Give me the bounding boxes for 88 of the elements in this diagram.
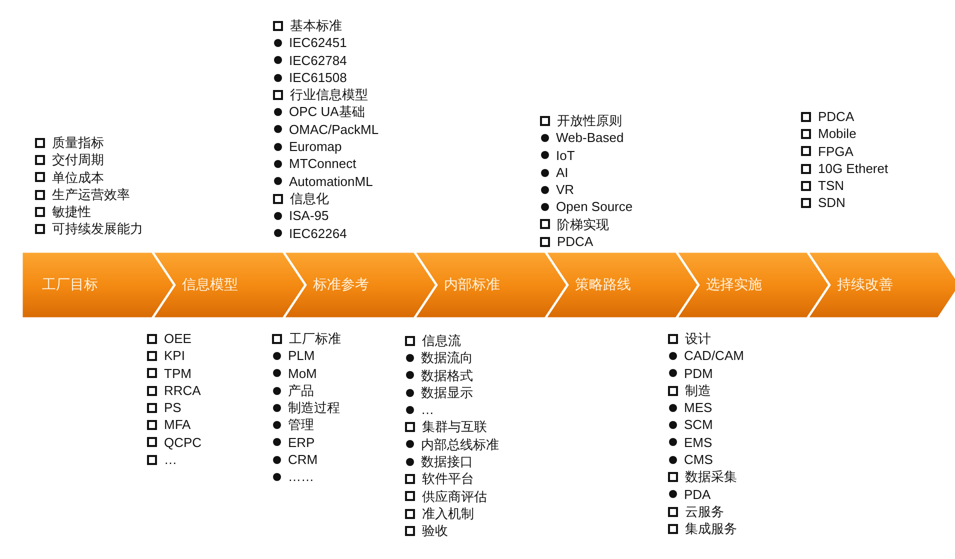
list-item-text: AI <box>556 164 568 182</box>
list-item-text: QCPC <box>164 434 202 452</box>
list-item-text: 制造 <box>685 382 711 400</box>
list-item-text: PDM <box>684 364 713 382</box>
list-item-text: MoM <box>288 364 317 382</box>
list-item-text: IEC62264 <box>289 224 347 242</box>
list-item-text: 数据格式 <box>421 366 473 384</box>
list-item-text: 交付周期 <box>52 151 104 169</box>
step-label: 选择实施 <box>706 276 762 294</box>
list-item-text: 信息流 <box>422 332 461 350</box>
list-item-text: 云服务 <box>685 502 724 520</box>
list-item-text: TSN <box>818 177 844 194</box>
list-item-text: 管理 <box>288 416 314 434</box>
list-item-text: 验收 <box>422 522 448 540</box>
list-item-text: 10G Etheret <box>818 160 888 178</box>
list-item-text: 集群与互联 <box>422 418 487 436</box>
chevron-step <box>22 252 174 318</box>
list-item-text: MTConnect <box>289 155 356 173</box>
chevron-step <box>284 252 436 318</box>
list-item-text: PDCA <box>557 233 594 250</box>
list-item-text: IoT <box>556 146 575 164</box>
list-item-text: PLM <box>288 347 315 365</box>
chevron-step <box>415 252 567 318</box>
step-label: 信息模型 <box>182 276 238 294</box>
list-item-text: Mobile <box>818 125 856 143</box>
step-label: 工厂目标 <box>42 276 98 294</box>
list-item-text: CMS <box>684 451 713 468</box>
chevron-step <box>808 252 955 318</box>
list-item-text: FPGA <box>818 142 854 160</box>
list-item-text: MFA <box>164 416 191 434</box>
list-item-text: SDN <box>818 194 846 212</box>
list-item-text: … <box>164 451 177 468</box>
list-item-text: Open Source <box>556 198 633 216</box>
list-item-text: 制造过程 <box>288 399 340 416</box>
list-item-text: 集成服务 <box>685 520 737 538</box>
list-item-text: ERP <box>288 434 315 452</box>
list-item-text: 单位成本 <box>52 168 104 186</box>
list-item-text: RRCA <box>164 382 201 400</box>
list-item-text: KPI <box>164 347 185 365</box>
list-item-text: 可持续发展能力 <box>52 220 143 238</box>
list-item-text: CRM <box>288 451 318 468</box>
list-item-text: SCM <box>684 416 713 434</box>
list-item-text: Euromap <box>289 138 342 156</box>
step-label: 内部标准 <box>444 276 500 294</box>
list-item-text: 阶梯实现 <box>557 216 609 234</box>
list-item-text: CAD/CAM <box>684 347 744 365</box>
list-item-text: 准入机制 <box>422 504 474 522</box>
list-item-text: 质量指标 <box>52 134 104 152</box>
list-item-text: 数据采集 <box>685 468 737 486</box>
list-item-text: 敏捷性 <box>52 203 91 220</box>
list-item-text: EMS <box>684 434 712 452</box>
list-item-text: 行业信息模型 <box>290 86 368 104</box>
list-item-text: 生产运营效率 <box>52 186 130 204</box>
list-item-text: …… <box>288 468 314 486</box>
list-item-text: 设计 <box>685 330 711 348</box>
list-item-text: ISA-95 <box>289 207 329 225</box>
list-item-text: Web-Based <box>556 129 624 147</box>
list-item-text: OEE <box>164 330 192 348</box>
list-item-text: 内部总线标准 <box>421 436 499 454</box>
list-item-text: OPC UA基础 <box>289 103 365 121</box>
list-item-text: 软件平台 <box>422 470 474 488</box>
list-item-text: IEC62451 <box>289 34 347 52</box>
list-item-text: … <box>421 401 434 418</box>
list-item-text: 数据显示 <box>421 384 473 402</box>
chevron-step <box>153 252 305 318</box>
list-item-text: 数据流向 <box>421 349 473 367</box>
list-item-text: VR <box>556 181 574 198</box>
list-item-text: IEC62784 <box>289 52 347 69</box>
step-label: 持续改善 <box>837 276 893 294</box>
list-item-text: AutomationML <box>289 172 373 190</box>
list-item-text: 开放性原则 <box>557 112 622 130</box>
step-label: 策略路线 <box>575 276 631 294</box>
list-item-text: TPM <box>164 364 192 382</box>
list-item-text: 供应商评估 <box>422 488 487 505</box>
list-item-text: 基本标准 <box>290 17 342 34</box>
list-item-text: PDA <box>684 486 711 503</box>
list-item-text: IEC61508 <box>289 68 347 86</box>
list-item-text: PDCA <box>818 108 854 126</box>
list-item-text: OMAC/PackML <box>289 120 379 138</box>
step-label: 标准参考 <box>313 276 369 294</box>
chevron-step <box>546 252 698 318</box>
list-item-text: 数据接口 <box>421 453 473 470</box>
list-item-text: MES <box>684 399 712 416</box>
list-item-text: 工厂标准 <box>289 330 341 348</box>
list-item-text: 产品 <box>288 382 314 400</box>
chevron-step <box>677 252 829 318</box>
list-item-text: 信息化 <box>290 190 329 208</box>
list-item-text: PS <box>164 399 182 416</box>
